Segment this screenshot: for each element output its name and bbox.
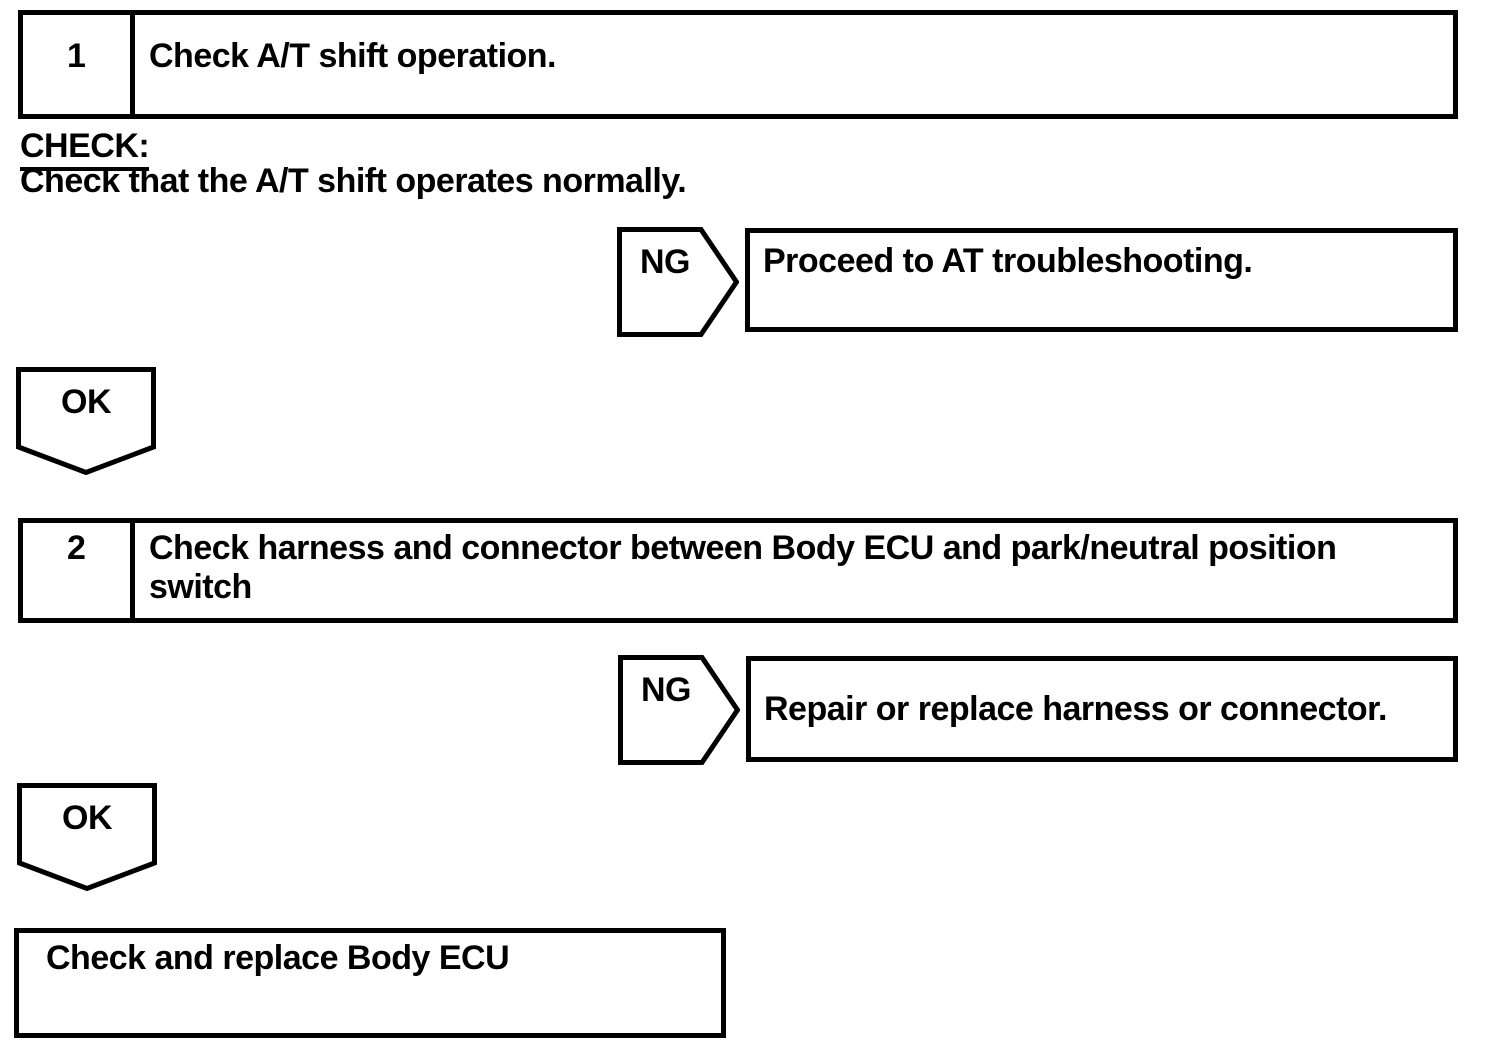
ng-result-box-1: Proceed to AT troubleshooting. [745, 228, 1458, 332]
ok-label-1: OK [61, 383, 112, 421]
step-1-box: 1 Check A/T shift operation. [18, 10, 1458, 119]
ng-result-box-2: Repair or replace harness or connector. [746, 656, 1458, 762]
check-instruction: Check that the A/T shift operates normal… [20, 162, 687, 200]
ng-result-text-1: Proceed to AT troubleshooting. [763, 242, 1253, 280]
ng-result-text-2: Repair or replace harness or connector. [764, 689, 1387, 728]
check-heading: CHECK: [20, 127, 150, 171]
ng-arrow-icon [618, 655, 740, 765]
step-2-box: 2 Check harness and connector between Bo… [18, 518, 1458, 623]
final-action-text: Check and replace Body ECU [46, 939, 510, 977]
ng-connector-1: NG [617, 227, 739, 337]
step-2-title: Check harness and connector between Body… [149, 529, 1337, 606]
ok-pointer-icon [17, 783, 157, 891]
step-2-title-cell: Check harness and connector between Body… [135, 523, 1453, 618]
step-2-number-cell: 2 [23, 523, 135, 618]
step-1-number: 1 [67, 37, 86, 75]
ng-label-2: NG [641, 671, 692, 709]
step-1-title-cell: Check A/T shift operation. [135, 15, 1453, 114]
ng-connector-2: NG [618, 655, 740, 765]
ok-label-2: OK [62, 799, 113, 837]
ok-connector-2: OK [17, 783, 157, 891]
ng-arrow-icon [617, 227, 739, 337]
ng-label-1: NG [640, 243, 691, 281]
final-action-box: Check and replace Body ECU [14, 928, 726, 1038]
ok-pointer-icon [16, 367, 156, 475]
ok-connector-1: OK [16, 367, 156, 475]
step-1-title: Check A/T shift operation. [149, 37, 557, 75]
check-heading-wrap: CHECK: [20, 127, 150, 171]
step-1-number-cell: 1 [23, 15, 135, 114]
step-2-number: 2 [67, 529, 86, 567]
